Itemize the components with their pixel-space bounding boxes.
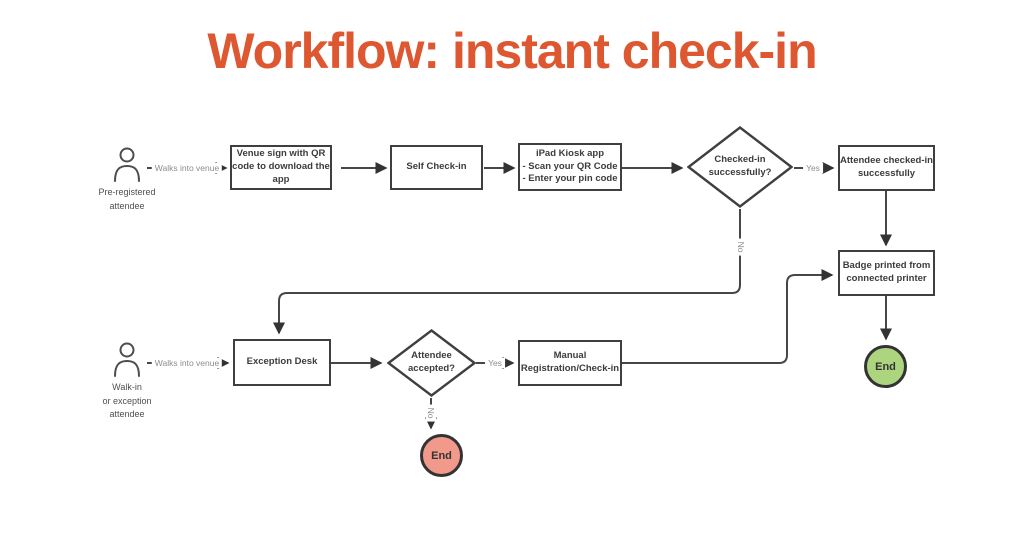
edge-label-no-bottom: No [426, 404, 436, 422]
edge-label-walks-into-venue-top: Walks into venue [151, 163, 223, 173]
node-self-check-in: Self Check-in [390, 145, 483, 190]
person-icon [114, 147, 140, 182]
edge-label-no-top: No [736, 238, 746, 256]
actor-label-walk-in: Walk-in or exception attendee [102, 382, 152, 419]
person-icon [114, 342, 140, 377]
edge-label-yes-top: Yes [803, 163, 823, 173]
diamond-shape [687, 126, 793, 208]
decision-attendee-accepted-label: Attendee accepted? [408, 350, 455, 374]
node-exception-desk: Exception Desk [233, 339, 331, 386]
node-manual-registration: Manual Registration/Check-in [518, 340, 622, 386]
edge-label-yes-bottom: Yes [485, 358, 505, 368]
end-node-success: End [864, 345, 907, 388]
edge-label-walks-into-venue-bottom: Walks into venue [151, 358, 223, 368]
node-ipad-kiosk: iPad Kiosk app - Scan your QR Code - Ent… [518, 143, 622, 191]
edge-decision1-no-exceptiondesk [273, 209, 741, 335]
decision-checked-in: Checked-in successfully? [687, 126, 793, 208]
node-attendee-checked-in: Attendee checked-in successfully [838, 145, 935, 191]
page-title: Workflow: instant check-in [207, 23, 817, 79]
node-venue-sign: Venue sign with QR code to download the … [230, 145, 332, 190]
decision-attendee-accepted: Attendee accepted? [387, 329, 476, 397]
end-node-fail: End [420, 434, 463, 477]
edge-manual-badge [622, 269, 834, 364]
decision-checked-in-label: Checked-in successfully? [708, 154, 772, 178]
node-badge-printed: Badge printed from connected printer [838, 250, 935, 296]
actor-pre-registered [113, 146, 141, 184]
actor-walk-in [113, 341, 141, 379]
diamond-shape [387, 329, 476, 397]
actor-label-pre-registered: Pre-registered attendee [98, 187, 156, 211]
